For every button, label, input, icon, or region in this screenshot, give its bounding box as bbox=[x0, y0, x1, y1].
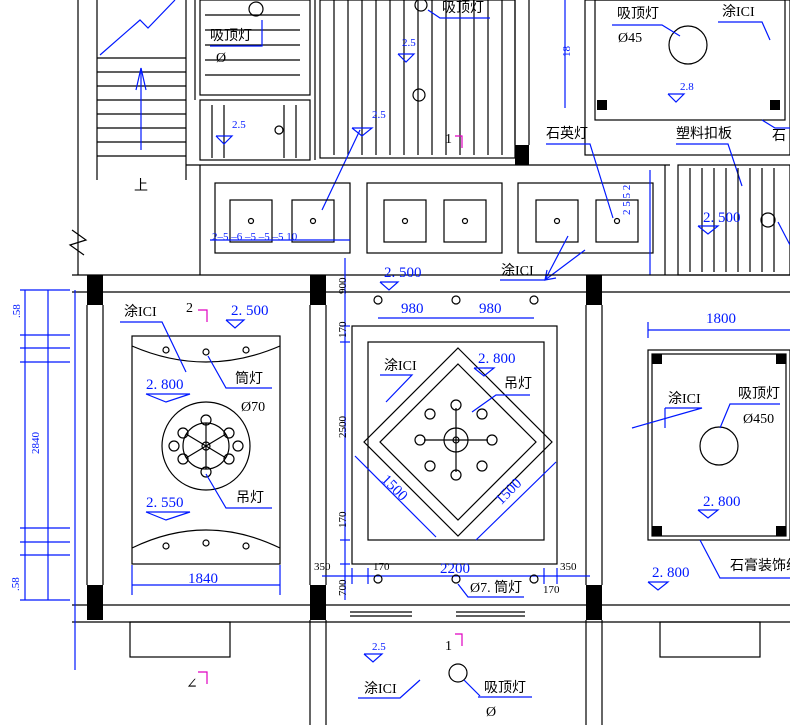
plastic-panel-label: 塑料扣板 bbox=[676, 126, 732, 142]
ceiling-light-dia-bottom: Ø bbox=[486, 705, 496, 720]
dim-900: 900 bbox=[337, 277, 349, 294]
top-right-room: 18 吸顶灯 Ø45 涂ICI 2.8 石 bbox=[561, 0, 790, 156]
paint-label-top-right: 涂ICI bbox=[722, 4, 755, 20]
elev-2800-left: 2. 800 bbox=[146, 377, 184, 393]
dim-2500: 2500 bbox=[337, 416, 349, 439]
dim-350-b: 350 bbox=[560, 561, 577, 573]
svg-text:2.5: 2.5 bbox=[372, 109, 386, 121]
elev-2550: 2. 550 bbox=[146, 495, 184, 511]
dim-700: 700 bbox=[337, 579, 349, 596]
ceiling-light-label-right: 吸顶灯 bbox=[738, 386, 780, 402]
paint-label-mid: 涂ICI bbox=[384, 358, 417, 374]
dim-170-b: 170 bbox=[337, 511, 349, 528]
svg-text:2.5: 2.5 bbox=[232, 119, 246, 131]
svg-text:.58: .58 bbox=[10, 577, 22, 591]
svg-text:∠: ∠ bbox=[186, 677, 198, 692]
dim-170-d: 170 bbox=[543, 584, 560, 596]
dim-1840: 1840 bbox=[188, 571, 218, 587]
marker-2: 2 bbox=[186, 301, 193, 316]
elev-2800-mid: 2. 800 bbox=[478, 351, 516, 367]
stair: 上 bbox=[68, 0, 187, 275]
ceiling-light-dia-c: Ø45 bbox=[618, 31, 642, 46]
paint-label-bottom: 涂ICI bbox=[364, 681, 397, 697]
paint-label-corridor: 涂ICI bbox=[501, 263, 534, 279]
elev-2800-bottom: 2. 800 bbox=[652, 565, 690, 581]
ceiling-light-label-b: 吸顶灯 bbox=[442, 0, 484, 16]
paint-label-right: 涂ICI bbox=[668, 391, 701, 407]
svg-text:2840: 2840 bbox=[30, 432, 42, 455]
ceiling-light-label-c: 吸顶灯 bbox=[617, 6, 659, 22]
paint-label-left: 涂ICI bbox=[124, 304, 157, 320]
downlight-label-bottom: Ø7. 筒灯 bbox=[470, 579, 522, 596]
top-rooms: 吸顶灯 Ø 2.5 吸顶灯 2.5 2.5 1 bbox=[194, 0, 530, 211]
dim-1500-a: 1500 bbox=[378, 472, 411, 505]
partial-label-right: 石 bbox=[772, 129, 786, 144]
elev-2500-left: 2. 500 bbox=[231, 303, 269, 319]
dim-980-a: 980 bbox=[401, 301, 424, 317]
ceiling-light-label-bottom: 吸顶灯 bbox=[484, 680, 526, 696]
marker-1-top: 1 bbox=[445, 132, 452, 147]
quartz-light-label: 石英灯 bbox=[546, 125, 588, 142]
pendant-label-mid: 吊灯 bbox=[504, 376, 532, 392]
marker-1-bottom: 1 bbox=[445, 639, 452, 654]
left-room: 涂ICI 2 2. 500 2. 800 筒灯 Ø70 2. 550 吊灯 18… bbox=[10, 289, 281, 692]
elev-2500-right-room: 2. 500 bbox=[703, 210, 741, 226]
svg-text:2.8: 2.8 bbox=[680, 81, 694, 93]
pendant-label-left: 吊灯 bbox=[236, 490, 264, 506]
svg-text:.58: .58 bbox=[11, 304, 23, 318]
dim-1800: 1800 bbox=[706, 311, 736, 327]
svg-text:2.5: 2.5 bbox=[372, 641, 386, 653]
walls bbox=[72, 274, 790, 725]
svg-text:2–5 –6 –5 –5 –5 10: 2–5 –6 –5 –5 –5 10 bbox=[212, 231, 298, 243]
bottom-center: 2.5 1 吸顶灯 Ø 涂ICI bbox=[358, 633, 532, 720]
dim-2200: 2200 bbox=[440, 561, 470, 577]
gypsum-trim-label: 石膏装饰线 bbox=[730, 557, 790, 574]
dim-350-a: 350 bbox=[314, 561, 331, 573]
downlight-label-left: 筒灯 bbox=[235, 370, 263, 387]
svg-text:2 5 5 2: 2 5 5 2 bbox=[621, 185, 633, 215]
ceiling-light-dia-a: Ø bbox=[216, 51, 226, 66]
elev-2500-mid: 2. 500 bbox=[384, 265, 422, 281]
dim-170-c: 170 bbox=[373, 561, 390, 573]
ceiling-light-dia-right: Ø450 bbox=[743, 412, 774, 427]
middle-room: 1500 1500 2. 500 980 980 900 170 2500 17… bbox=[314, 258, 590, 600]
right-room: 1800 吸顶灯 Ø450 涂ICI 2. 800 石膏装饰线 2. 800 bbox=[631, 311, 790, 591]
svg-text:2.5: 2.5 bbox=[402, 37, 416, 49]
elev-2800-right: 2. 800 bbox=[703, 494, 741, 510]
corridor-band: 2–5 –6 –5 –5 –5 10 2 5 5 2 石英灯 塑料扣板 涂ICI bbox=[186, 125, 743, 281]
dim-170-a: 170 bbox=[337, 321, 349, 338]
downlight-dia-left: Ø70 bbox=[241, 400, 265, 415]
dim-980-b: 980 bbox=[479, 301, 502, 317]
svg-text:18: 18 bbox=[561, 46, 573, 58]
stair-up-label: 上 bbox=[134, 178, 148, 194]
ceiling-light-label-a: 吸顶灯 bbox=[210, 28, 252, 44]
right-hatched-room: 2. 500 bbox=[677, 164, 790, 276]
